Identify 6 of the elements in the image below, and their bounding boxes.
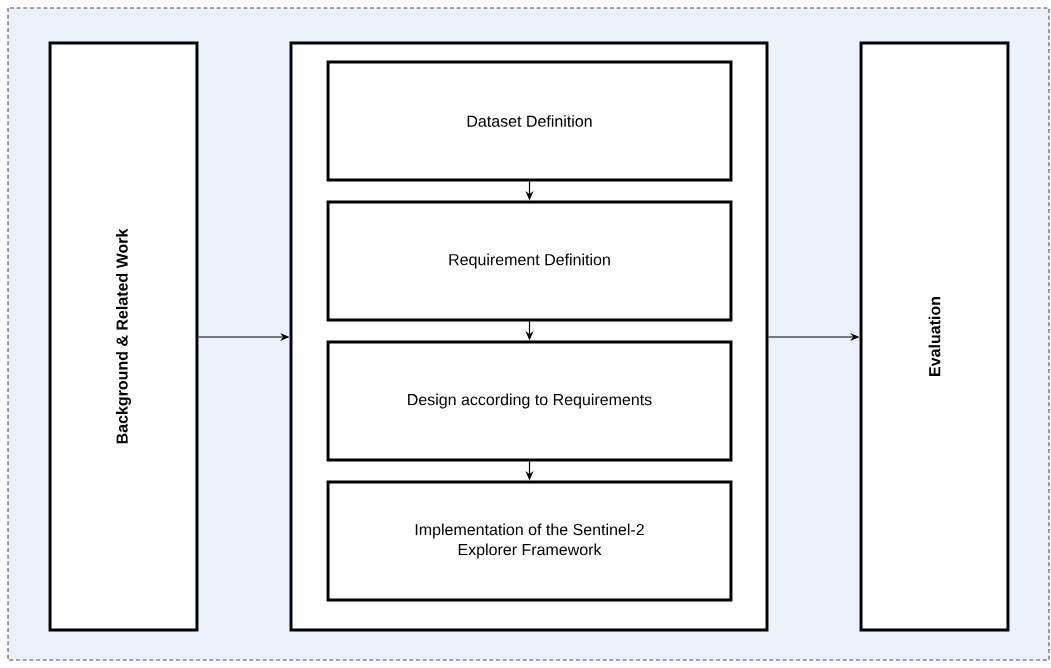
- stage-box: Implementation of the Sentinel-2 Explorer Framework: [326, 480, 733, 602]
- stage-box: Design according to Requirements: [326, 340, 733, 462]
- stage-box: Dataset Definition: [326, 60, 733, 182]
- stage-box: Evaluation: [859, 41, 1010, 632]
- stage-box: Background & Related Work: [48, 41, 199, 632]
- stage-box: Requirement Definition: [326, 200, 733, 322]
